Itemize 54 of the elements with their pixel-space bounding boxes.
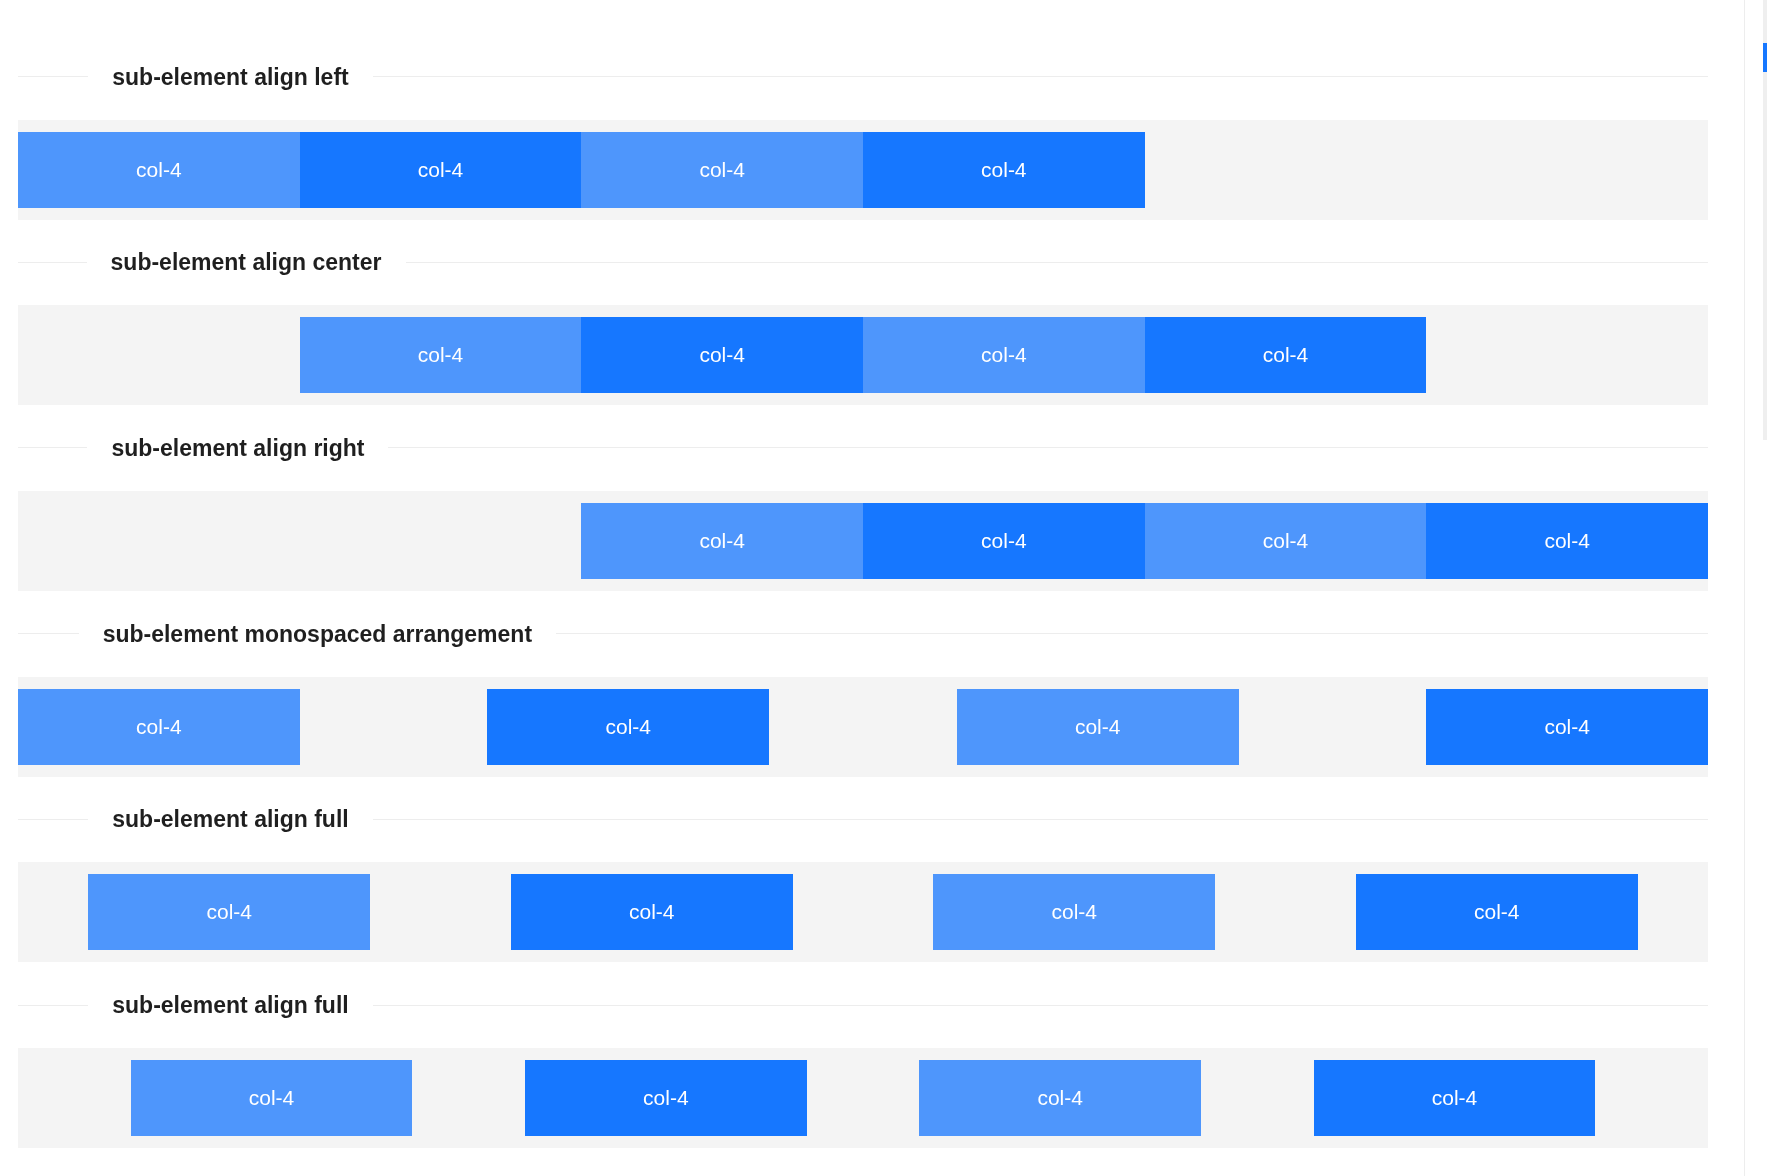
section-heading: sub-element monospaced arrangement bbox=[102, 619, 533, 648]
column-label: col-4 bbox=[206, 900, 252, 925]
column-label: col-4 bbox=[1544, 528, 1590, 553]
grid-column bbox=[299, 131, 582, 208]
grid-column bbox=[1313, 1060, 1596, 1136]
grid-column bbox=[863, 502, 1145, 579]
column-label: col-4 bbox=[248, 1086, 295, 1110]
section-heading: sub-element align full bbox=[112, 805, 349, 834]
column-label: col-4 bbox=[1544, 714, 1590, 739]
column-label: col-4 bbox=[981, 343, 1027, 368]
section-heading: sub-element align left bbox=[112, 62, 349, 91]
grid-column bbox=[933, 874, 1216, 951]
grid-column bbox=[299, 317, 582, 394]
grid-column bbox=[863, 317, 1145, 394]
grid-column bbox=[581, 502, 864, 579]
section-heading: sub-element align center bbox=[110, 248, 382, 277]
column-label: col-4 bbox=[1431, 1086, 1478, 1110]
grid-column bbox=[919, 1060, 1201, 1136]
column-label: col-4 bbox=[417, 157, 464, 182]
grid-column bbox=[510, 874, 793, 951]
column-label: col-4 bbox=[643, 1086, 689, 1110]
grid-column bbox=[18, 688, 300, 765]
grid-column bbox=[88, 874, 371, 951]
column-label: col-4 bbox=[136, 714, 182, 739]
grid-column bbox=[1144, 502, 1427, 579]
column-label: col-4 bbox=[1051, 900, 1097, 925]
section-heading: sub-element align full bbox=[112, 991, 349, 1019]
column-label: col-4 bbox=[981, 528, 1027, 553]
section-heading: sub-element align right bbox=[111, 433, 365, 462]
column-label: col-4 bbox=[1074, 714, 1121, 739]
grid-column bbox=[18, 131, 300, 208]
column-label: col-4 bbox=[605, 714, 652, 739]
column-label: col-4 bbox=[136, 157, 182, 182]
column-label: col-4 bbox=[417, 343, 464, 368]
column-label: col-4 bbox=[699, 528, 745, 553]
column-label: col-4 bbox=[1474, 900, 1520, 925]
column-label: col-4 bbox=[981, 157, 1027, 182]
grid-column bbox=[862, 131, 1145, 208]
grid-column bbox=[130, 1060, 413, 1136]
grid-column bbox=[1426, 502, 1708, 579]
grid-column bbox=[1426, 688, 1708, 765]
column-label: col-4 bbox=[1262, 528, 1309, 553]
column-label: col-4 bbox=[629, 900, 675, 925]
grid-column bbox=[581, 317, 863, 394]
column-label: col-4 bbox=[1037, 1086, 1083, 1110]
grid-column bbox=[487, 688, 770, 765]
column-label: col-4 bbox=[1262, 343, 1309, 368]
grid-column bbox=[1144, 317, 1427, 394]
grid-column bbox=[525, 1060, 807, 1136]
grid-column bbox=[581, 131, 863, 208]
grid-column bbox=[1355, 874, 1638, 951]
column-label: col-4 bbox=[699, 343, 745, 368]
grid-column bbox=[956, 688, 1239, 765]
column-label: col-4 bbox=[699, 157, 745, 182]
